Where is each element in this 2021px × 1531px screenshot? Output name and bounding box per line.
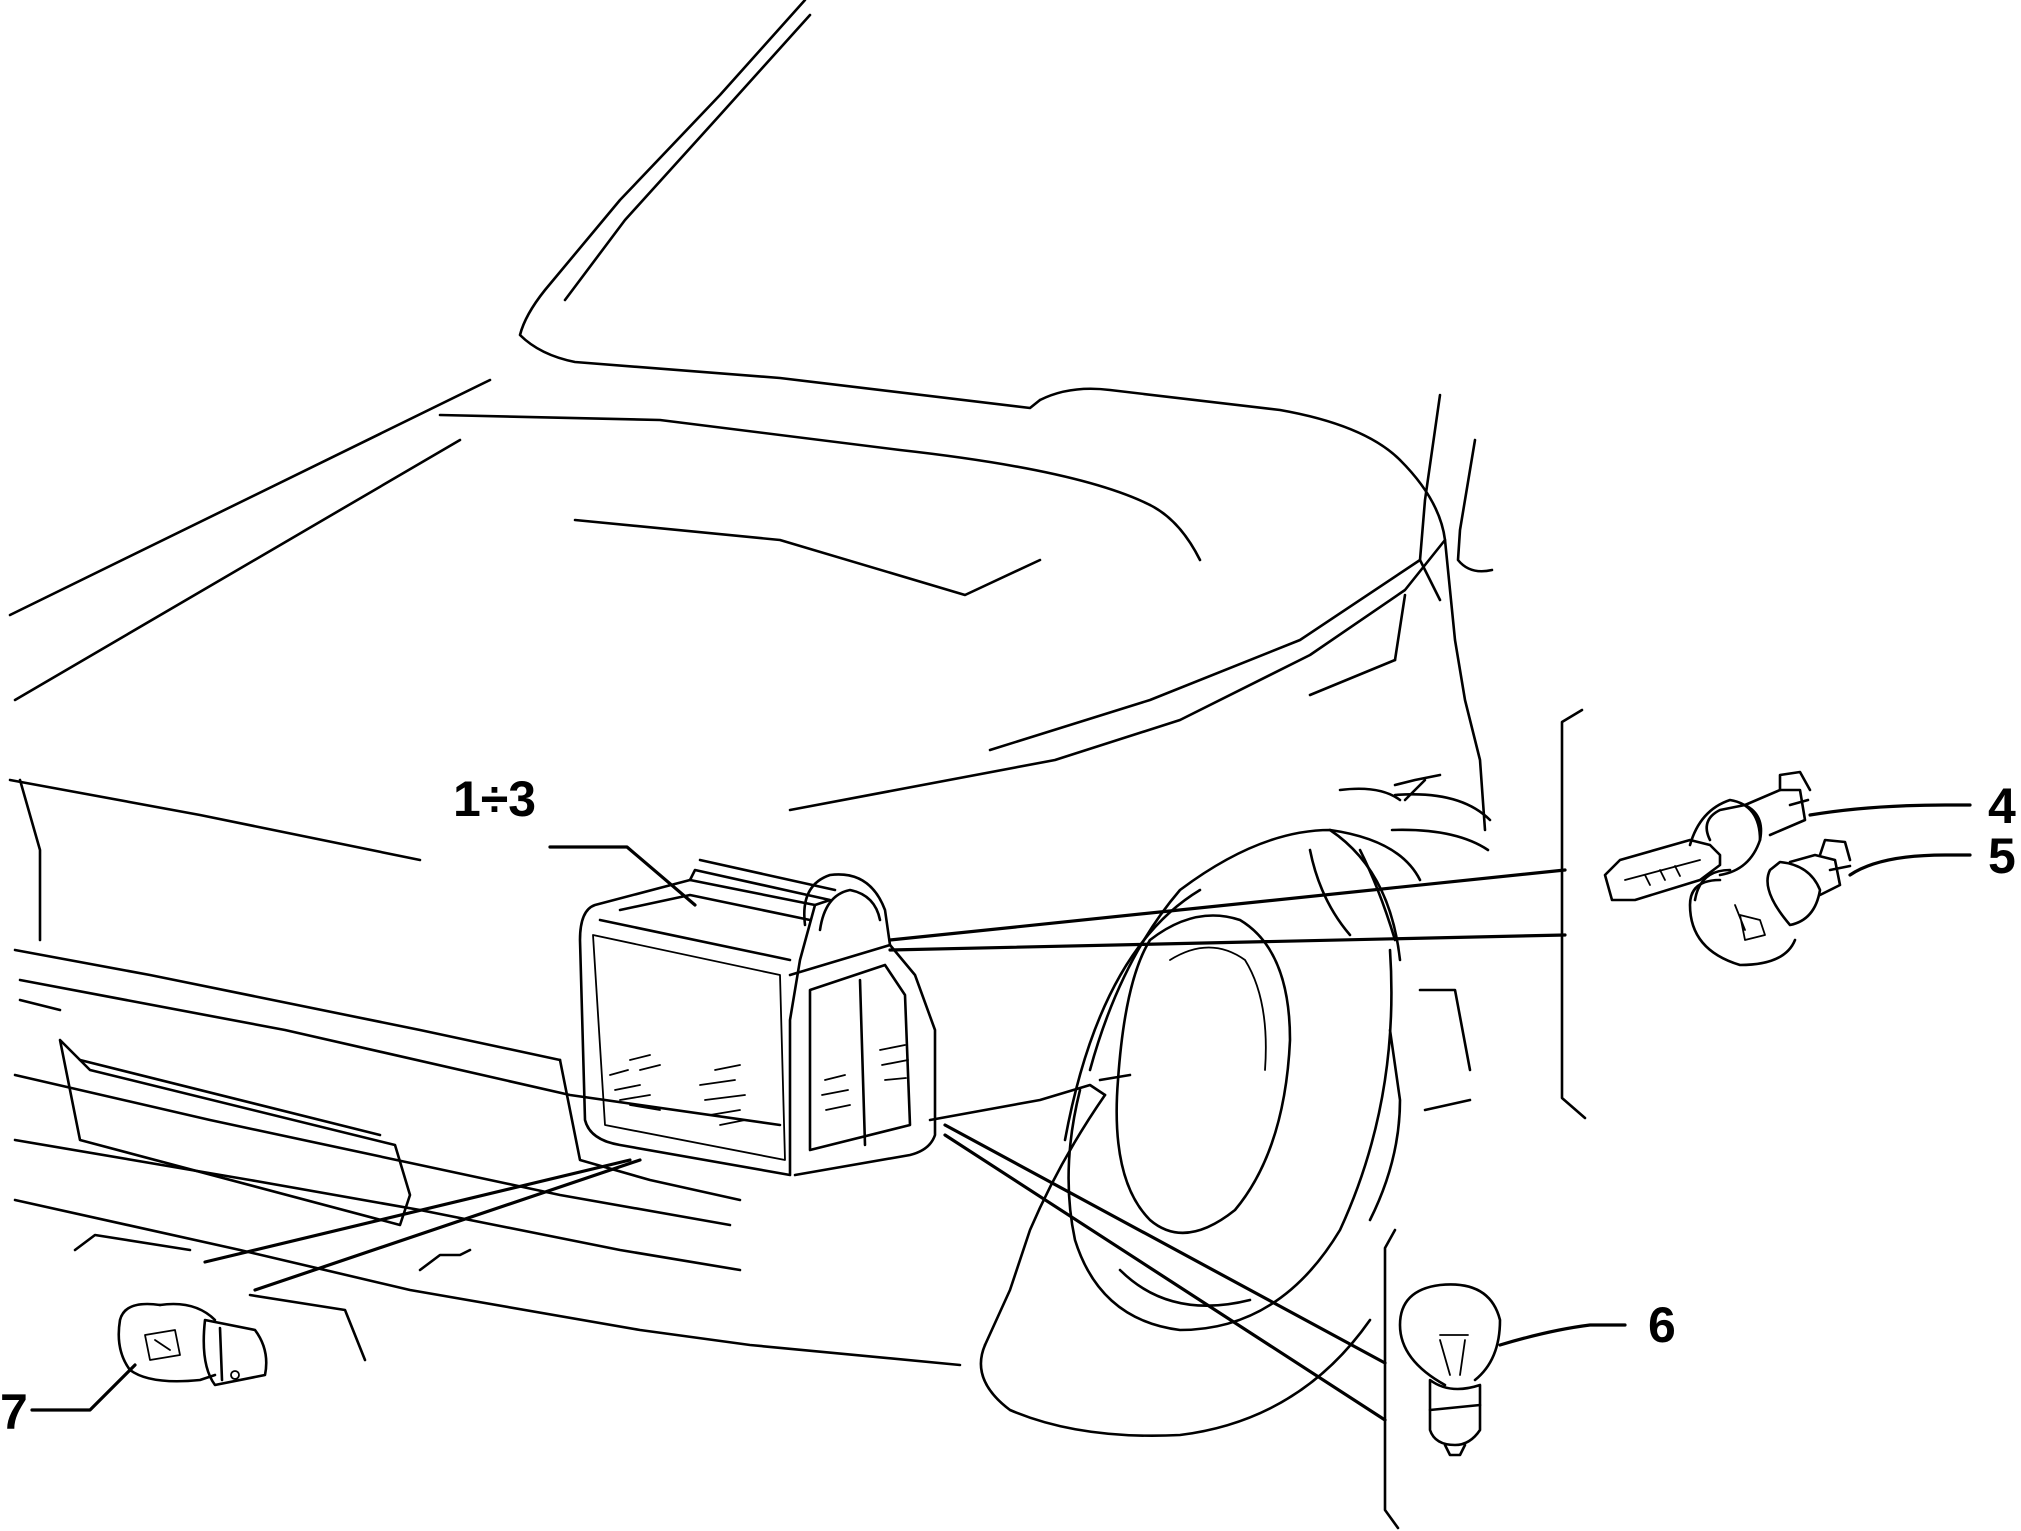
group-brackets bbox=[1383, 708, 1587, 1530]
callout-label-1-3: 1÷3 bbox=[453, 771, 536, 827]
leader-lines bbox=[30, 803, 1972, 1422]
callout-label-7: 7 bbox=[0, 1384, 28, 1440]
headlamp-assembly-drawing bbox=[578, 858, 937, 1177]
turn-signal-bulb-drawing bbox=[1398, 1283, 1502, 1457]
car-body bbox=[8, 0, 1494, 1438]
wedge-bulb-drawing bbox=[1688, 838, 1852, 967]
callout-labels: 1÷3 4 5 6 7 bbox=[0, 771, 2016, 1440]
callout-label-6: 6 bbox=[1648, 1297, 1676, 1353]
side-marker-bulb-drawing bbox=[117, 1302, 268, 1387]
halogen-bulb-drawing bbox=[1603, 770, 1812, 902]
callout-label-5: 5 bbox=[1988, 828, 2016, 884]
callout-label-4: 4 bbox=[1988, 778, 2016, 834]
